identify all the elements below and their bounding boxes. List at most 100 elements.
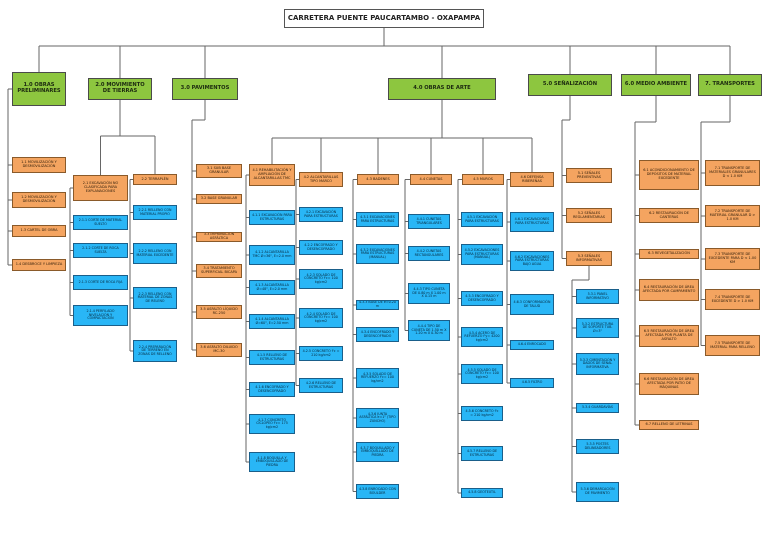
level3-node-a415: 4.1.5 RELLENO DE ESTRUCTURAS: [249, 350, 295, 365]
level3-node-a451: 4.5.1 EXCAVACIÓN PARA ESTRUCTURAS: [461, 212, 503, 227]
node-label: 3.3 IMPRIMACIÓN ASFÁLTICA: [203, 232, 235, 240]
level2-node-m22: 2.2 TERRAPLÉN: [133, 174, 177, 185]
level3-node-a456: 4.5.6 CONCRETO f'c = 210 kg/cm2: [461, 406, 503, 421]
node-label: 4.1.1 EXCAVACIÓN PARA ESTRUCTURAS: [252, 212, 292, 221]
node-label: 2.2.1 RELLENO CON MATERIAL PROPIO: [138, 207, 172, 216]
level3-node-a434: 4.3.4 ENCOFRADO Y DESENCOFRADO: [356, 327, 399, 342]
level2-node-a42: 4.2 ALCANTARILLAS TIPO MARCO: [299, 172, 343, 187]
level2-node-v33: 3.3 IMPRIMACIÓN ASFÁLTICA: [196, 232, 242, 242]
node-label: 2.1.3 CORTE DE ROCA FIJA: [78, 279, 123, 284]
level3-node-a424: 4.2.4 SOLADO DE CONCRETO f'c= 100 kg/cm2: [299, 308, 343, 328]
level3-node-m223: 2.2.3 RELLENO CON MATERIAL DE ZONAS DE R…: [133, 287, 177, 309]
node-label: 1.4 DESBROCE Y LIMPIEZA: [15, 262, 63, 267]
node-label: 4.3.3 BASE DE e=0.20 m: [359, 300, 396, 308]
level3-node-m224: 2.2.4 PREPARACIÓN DE TERRENO EN ZONAS DE…: [133, 340, 177, 362]
level2-node-p11: 1.1 MOVILIZACIÓN Y DESMOVILIZACIÓN: [12, 157, 66, 173]
node-label: 4.3.8 ENROCADO CON BOULDER: [359, 486, 396, 495]
level3-node-a441: 4.4.1 CUNETAS TRIANGULARES: [408, 214, 450, 229]
level2-node-v35: 3.5 ASFALTO LÍQUIDO RC-250: [196, 305, 242, 319]
level3-node-a462: 4.6.2 EXCAVACIONES PARA ESTRUCTURAS BAJO…: [510, 251, 554, 271]
level3-node-a421: 4.2.1 EXCAVACIÓN PARA ESTRUCTURAS: [299, 207, 343, 222]
node-label: 4.3.4 ENCOFRADO Y DESENCOFRADO: [360, 329, 395, 338]
level2-node-v31: 3.1 SUB BASE GRANULAR: [196, 164, 242, 178]
node-label: 4.1 REHABILITACIÓN Y AMPLIACIÓN DE ALCAN…: [252, 168, 292, 180]
node-label: 4.5.3 ENCOFRADO Y DESENCOFRADO: [465, 293, 499, 302]
level2-node-v36: 3.6 ASFALTO DILUIDO MC-30: [196, 343, 242, 357]
node-label: 4.2.6 RELLENO DE ESTRUCTURAS: [305, 380, 337, 389]
level2-node-m21: 2.1 EXCAVACIÓN NO CLASIFICADA PARA EXPLA…: [73, 175, 128, 201]
level3-node-a464: 4.6.4 ENROCADO: [510, 340, 554, 350]
node-label: 7. TRANSPORTES: [705, 81, 755, 88]
node-label: 4.4 CUNETAS: [419, 176, 443, 181]
node-label: 6.5 RESTAURACIÓN DE ÁREA AFECTADA POR PL…: [643, 329, 695, 341]
node-label: 4.5.2 EXCAVACIONES PARA ESTRUCTURAS (MAN…: [464, 248, 500, 260]
node-label: 4.5.1 EXCAVACIÓN PARA ESTRUCTURAS: [465, 214, 499, 223]
node-label: 6.2 RESTAURACIÓN DE CANTERAS: [649, 210, 689, 219]
node-label: 1.3 CARTEL DE OBRA: [20, 228, 58, 233]
node-label: 3.2 BASE GRANULAR: [200, 196, 238, 201]
level2-node-v32: 3.2 BASE GRANULAR: [196, 194, 242, 204]
node-label: 3.0 PAVIMENTOS: [180, 85, 230, 92]
node-label: 4.5 MUROS: [473, 176, 493, 181]
diagram-title-root: CARRETERA PUENTE PAUCARTAMBO - OXAPAMPA: [284, 9, 484, 28]
node-label: 7.1 TRANSPORTE DE MATERIALES GRANULARES …: [709, 166, 756, 178]
node-label: 4.4.1 CUNETAS TRIANGULARES: [416, 216, 442, 225]
node-label: 4.1.8 BOQUILLA Y EMBOQUILLADO DE PIEDRA: [255, 455, 289, 467]
level3-node-a455: 4.5.5 SOLADO DE CONCRETO f'c= 100 kg/cm2: [461, 364, 503, 384]
node-label: 4.5.8 GEOTEXTIL: [468, 490, 496, 495]
node-label: 4.1.3 ALCANTARILLA Ø=48", E=2.0 mm: [255, 282, 289, 291]
node-label: 4.4.2 CUNETAS RECTANGULARES: [414, 248, 444, 257]
node-label: 5.2 SEÑALES REGLAMENTARIAS: [573, 210, 605, 219]
level1-node-g6: 6.0 MEDIO AMBIENTE: [621, 74, 691, 96]
node-label: 5.3.5 POSTES DELINEADORES: [584, 441, 611, 450]
node-label: 4.5.4 ACERO DE REFUERZO f'y= 4200 kg/cm2: [464, 330, 500, 342]
node-label: 4.6 DEFENSA RIBEREÑAS: [520, 174, 544, 183]
level3-node-m221: 2.2.1 RELLENO CON MATERIAL PROPIO: [133, 205, 177, 220]
node-label: 4.2.4 SOLADO DE CONCRETO f'c= 100 kg/cm2: [304, 311, 338, 323]
level2-node-e62: 6.2 RESTAURACIÓN DE CANTERAS: [639, 208, 699, 223]
node-label: 4.2 ALCANTARILLAS TIPO MARCO: [303, 174, 339, 183]
level2-node-e66: 6.6 RESTAURACIÓN DE ÁREA AFECTADA POR PA…: [639, 373, 699, 395]
node-label: 7.3 TRANSPORTE DE EXCEDENTE PARA D < 1.0…: [708, 252, 757, 264]
node-label: 6.6 RESTAURACIÓN DE ÁREA AFECTADA POR PA…: [643, 377, 695, 389]
level2-node-a43: 4.3 BADENES: [357, 174, 399, 185]
level3-node-a461: 4.6.1 EXCAVACIONES PARA ESTRUCTURAS: [510, 212, 554, 232]
node-label: 1.2 MOVILIZACIÓN Y DESMOVILIZACIÓN: [21, 195, 57, 203]
node-label: 4.4.3 TIPO CUNETA DE 0.80 m X 1.00 m X 0…: [412, 287, 446, 299]
node-label: 4.3 BADENES: [366, 176, 390, 181]
level3-node-s532: 5.3.2 ESTRUCTURA DE SOPORTE TUB. Ø=3": [576, 318, 619, 338]
node-label: 5.1 SEÑALES PREVENTIVAS: [577, 170, 601, 179]
level1-node-g5: 5.0 SEÑALIZACIÓN: [528, 74, 612, 96]
node-label: 4.1.2 ALCANTARILLA TMC Ø=36", E=2.0 mm: [252, 250, 292, 258]
node-label: 4.6.3 CONFORMACIÓN DE TALUD: [513, 299, 551, 308]
node-label: 5.3.6 DEMARCACIÓN DE PAVIMENTO: [580, 487, 615, 495]
node-label: 2.2.4 PREPARACIÓN DE TERRENO EN ZONAS DE…: [138, 344, 172, 356]
level2-node-t75: 7.5 TRANSPORTE DE MATERIAL PARA RELLENO: [705, 335, 760, 356]
node-label: 4.1.6 ENCOFRADO Y DESENCOFRADO: [255, 384, 289, 393]
node-label: 4.3.7 BOQUILLADO Y EMBOQUILLADO DE PIEDR…: [360, 445, 395, 457]
node-label: 2.0 MOVIMIENTO DE TIERRAS: [95, 82, 145, 94]
level3-node-a416: 4.1.6 ENCOFRADO Y DESENCOFRADO: [249, 382, 295, 397]
node-label: 4.3.1 EXCAVACIONES PARA ESTRUCTURAS: [360, 214, 395, 223]
level3-node-a453: 4.5.3 ENCOFRADO Y DESENCOFRADO: [461, 291, 503, 306]
level3-node-s533: 5.3.3 CIMENTACIÓN Y DADOS DE SEÑAL INFOR…: [576, 353, 619, 375]
node-label: 4.6.1 EXCAVACIONES PARA ESTRUCTURAS: [514, 217, 550, 225]
level3-node-a432: 4.3.2 EXCAVACIONES PARA ESTRUCTURAS (MAN…: [356, 244, 399, 264]
node-label: 4.6.2 EXCAVACIONES PARA ESTRUCTURAS BAJO…: [514, 254, 550, 266]
level3-node-a411: 4.1.1 EXCAVACIÓN PARA ESTRUCTURAS: [249, 210, 295, 225]
node-label: 2.1 EXCAVACIÓN NO CLASIFICADA PARA EXPLA…: [82, 181, 119, 193]
node-label: 2.2.3 RELLENO CON MATERIAL DE ZONAS DE R…: [137, 291, 173, 303]
node-label: 3.5 ASFALTO LÍQUIDO RC-250: [200, 307, 238, 315]
level2-node-e65: 6.5 RESTAURACIÓN DE ÁREA AFECTADA POR PL…: [639, 325, 699, 347]
level3-node-a418: 4.1.8 BOQUILLA Y EMBOQUILLADO DE PIEDRA: [249, 452, 295, 472]
node-label: 4.2.3 SOLADO DE CONCRETO f'c= 100 kg/cm2: [304, 272, 338, 284]
level3-node-a438: 4.3.8 ENROCADO CON BOULDER: [356, 484, 399, 499]
level2-node-e61: 6.1 ACONDICIONAMIENTO DE DEPÓSITOS DE MA…: [639, 160, 699, 190]
node-label: 4.5.6 CONCRETO f'c = 210 kg/cm2: [465, 408, 499, 417]
node-label: 2.1.1 CORTE DE MATERIAL SUELTO: [78, 217, 123, 226]
level3-node-a452: 4.5.2 EXCAVACIONES PARA ESTRUCTURAS (MAN…: [461, 244, 503, 265]
level3-node-a426: 4.2.6 RELLENO DE ESTRUCTURAS: [299, 378, 343, 393]
level2-node-e64: 6.4 RESTAURACIÓN DE ÁREA AFECTADA POR CA…: [639, 279, 699, 301]
node-label: 4.2.5 CONCRETO f'c = 210 kg/cm2: [302, 348, 340, 357]
node-label: 2.1.2 CORTE DE ROCA SUELTA: [82, 245, 119, 254]
